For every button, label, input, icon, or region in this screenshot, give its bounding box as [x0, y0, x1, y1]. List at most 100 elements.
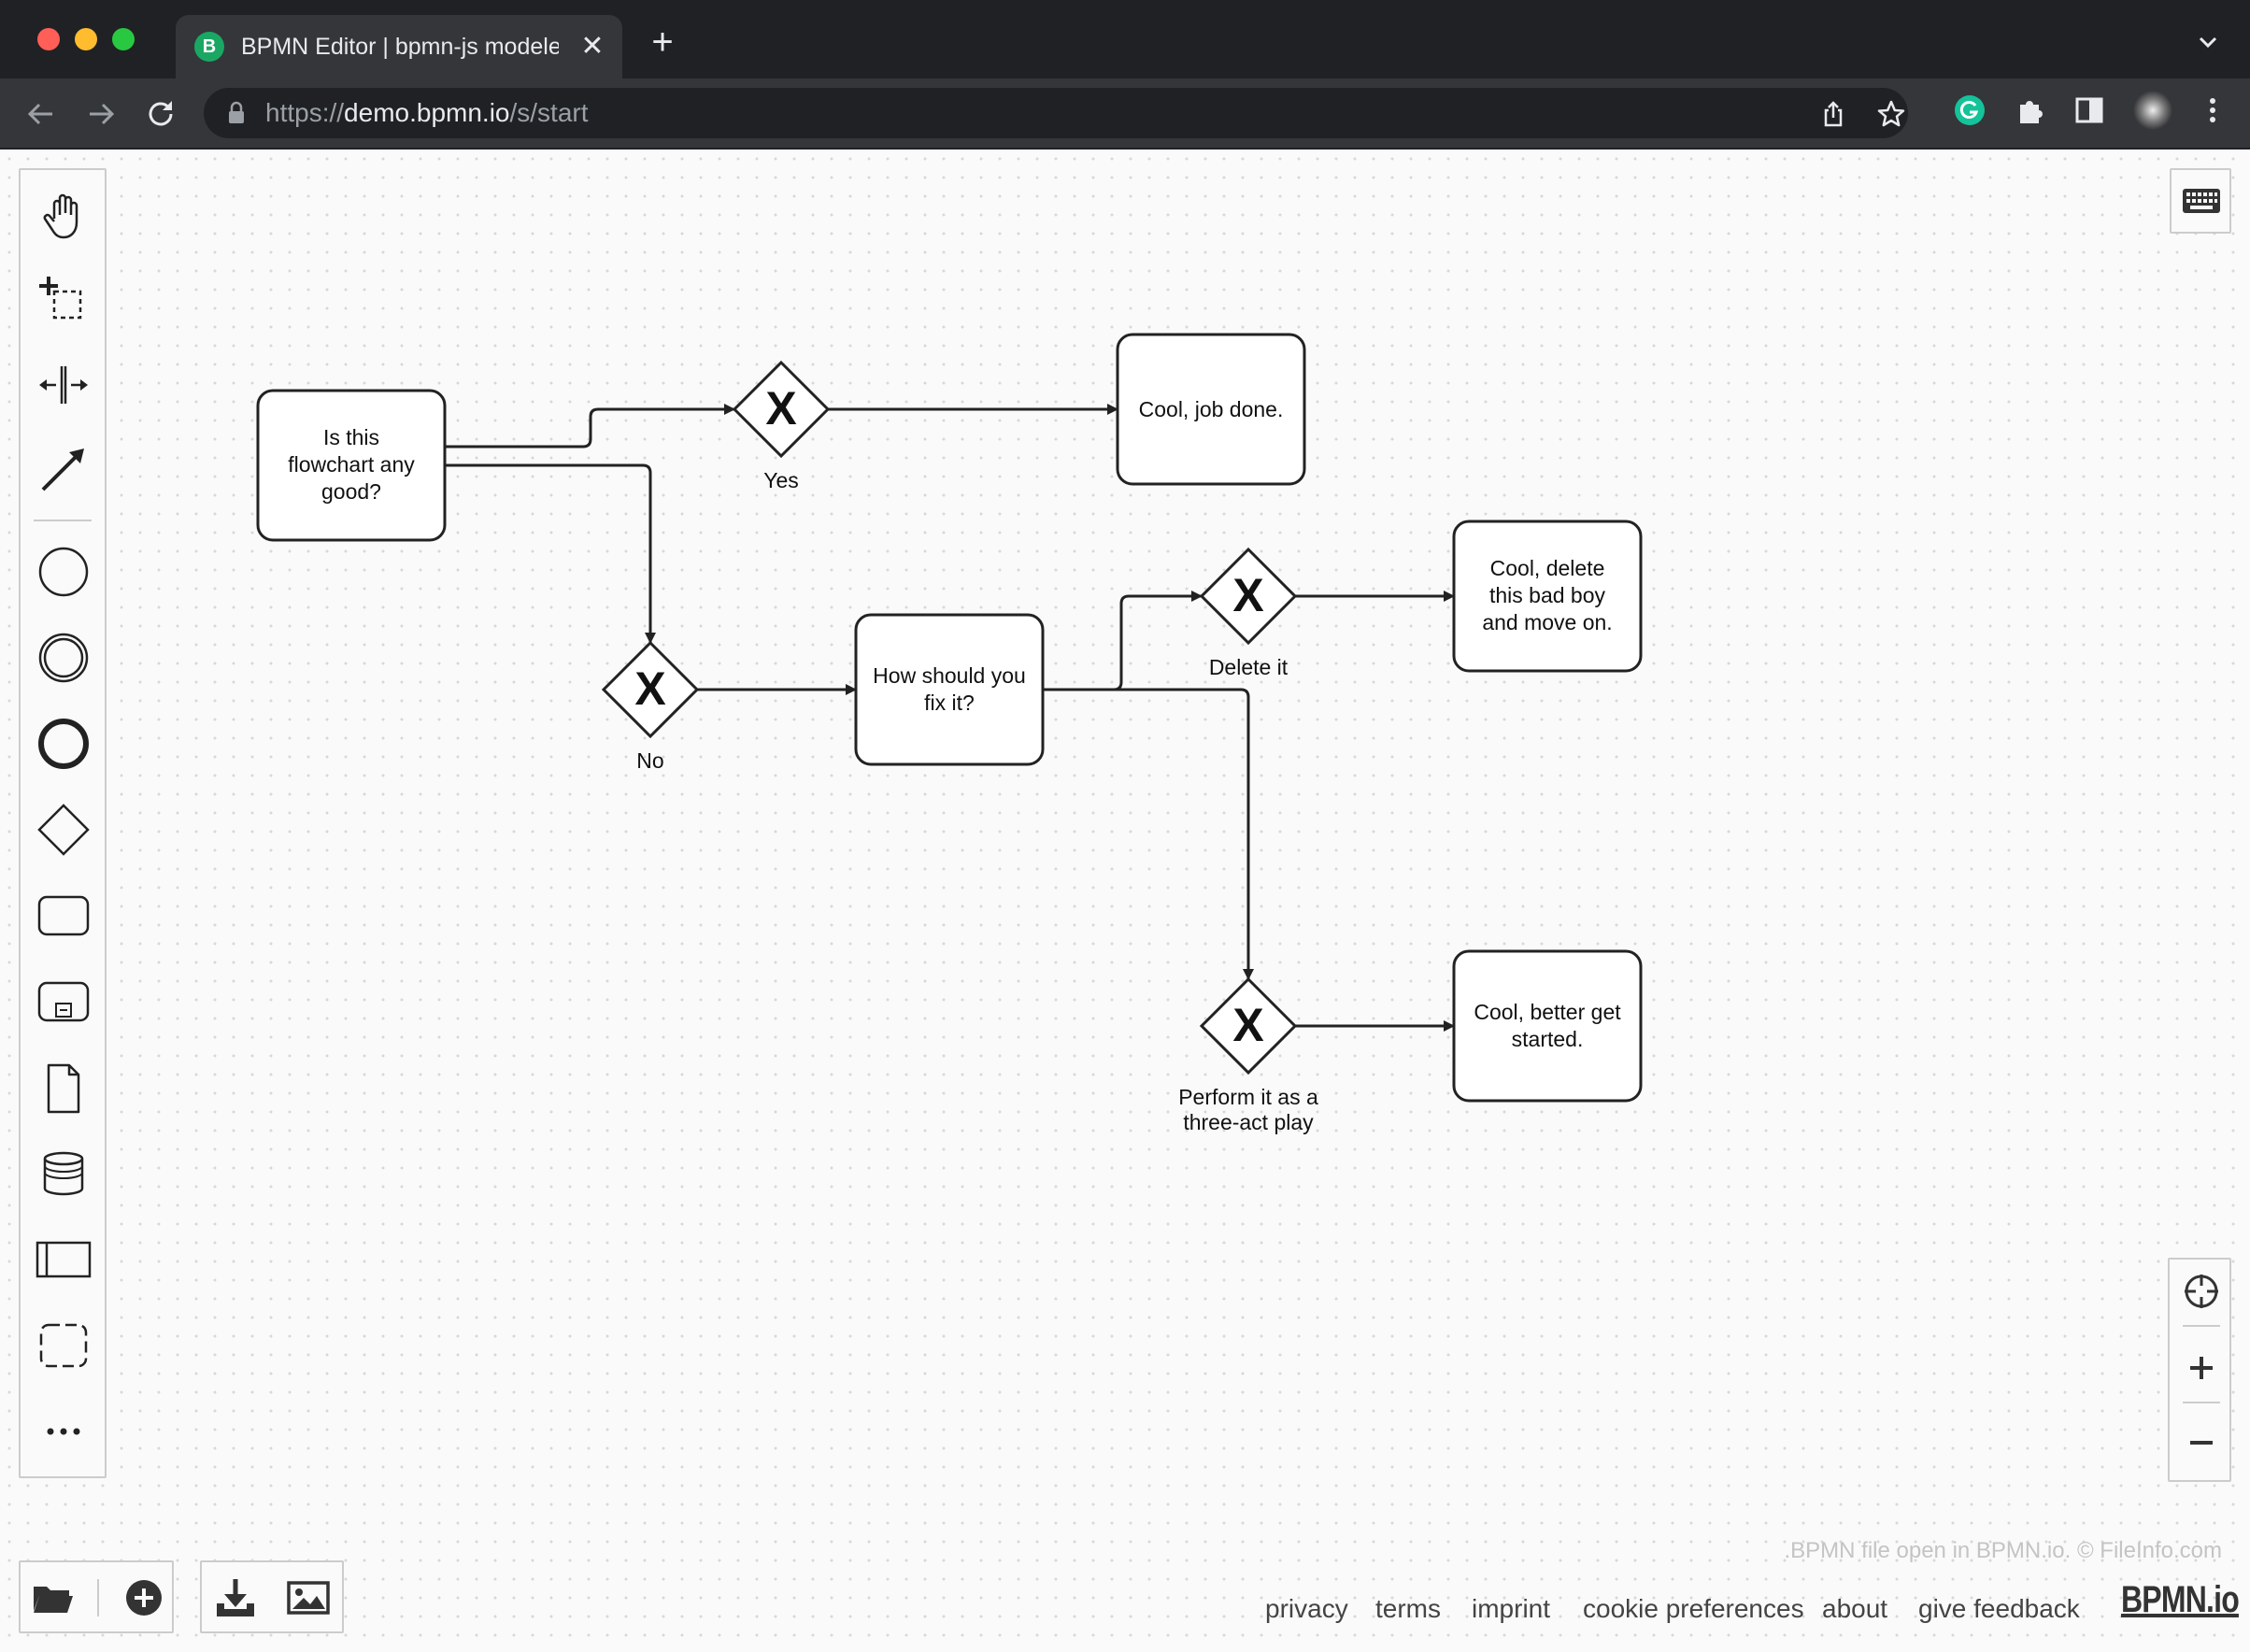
gateway-perform[interactable]: X Perform it as a three-act play	[1178, 976, 1318, 1134]
address-bar[interactable]: https://demo.bpmn.io/s/start	[204, 88, 1908, 138]
url-host: demo.bpmn.io	[344, 98, 510, 127]
footer-link-cookie-preferences[interactable]: cookie preferences	[1583, 1594, 1804, 1623]
tab-title: BPMN Editor | bpmn-js modeler	[241, 34, 559, 60]
bpmn-diagram: Is this flowchart any good? Cool, job do…	[256, 333, 1643, 1134]
lasso-tool-icon[interactable]	[34, 271, 93, 331]
more-tools-icon[interactable]	[34, 1402, 93, 1461]
url-text: https://demo.bpmn.io/s/start	[265, 95, 589, 131]
task-is-this-good[interactable]: Is this flowchart any good?	[256, 389, 447, 542]
task-delete[interactable]: Cool, delete this bad boy and move on.	[1452, 520, 1643, 673]
task-how-fix[interactable]: How should you fix it?	[854, 613, 1045, 766]
close-window-button[interactable]	[37, 28, 60, 50]
task-label: Is this	[323, 425, 379, 449]
zoom-out-icon[interactable]	[2181, 1422, 2222, 1463]
flow-how-fix-to-delete-gateway[interactable]	[1043, 591, 1203, 691]
download-image-icon[interactable]	[286, 1575, 331, 1620]
task-job-done[interactable]: Cool, job done.	[1116, 333, 1306, 486]
task-label: Cool, better get	[1474, 1000, 1621, 1024]
grammarly-extension-icon[interactable]	[1953, 93, 1987, 127]
side-panel-icon[interactable]	[2072, 93, 2106, 127]
footer-link-privacy[interactable]: privacy	[1265, 1594, 1348, 1623]
end-event-icon[interactable]	[34, 714, 93, 774]
browser-tab-active[interactable]: B BPMN Editor | bpmn-js modeler ✕	[176, 15, 622, 78]
task-label: and move on.	[1482, 610, 1612, 634]
gateway-label: Perform it as a	[1178, 1085, 1318, 1109]
extensions-puzzle-icon[interactable]	[2013, 93, 2046, 127]
reload-icon[interactable]	[142, 95, 179, 133]
task-label: good?	[321, 479, 381, 504]
tab-search-chevron-icon[interactable]	[2194, 28, 2222, 56]
data-object-icon[interactable]	[34, 1058, 93, 1118]
url-scheme: https://	[265, 98, 345, 127]
bookmark-star-icon[interactable]	[1876, 99, 1906, 129]
create-new-diagram-icon[interactable]	[121, 1575, 166, 1620]
download-bpmn-icon[interactable]	[213, 1575, 258, 1620]
flow-how-fix-to-perform-gateway[interactable]	[1043, 688, 1254, 980]
share-icon[interactable]	[1818, 99, 1848, 129]
bpmn-favicon-icon: B	[194, 32, 224, 62]
zoom-in-icon[interactable]	[2181, 1347, 2222, 1389]
gateway-label: No	[636, 748, 663, 773]
browser-menu-icon[interactable]	[2196, 93, 2229, 127]
back-arrow-icon[interactable]	[22, 95, 60, 133]
space-tool-icon[interactable]	[34, 355, 93, 415]
gateway-label: Delete it	[1209, 655, 1289, 679]
flow-task-to-yes-gateway[interactable]	[445, 404, 735, 449]
file-buttons	[19, 1560, 174, 1633]
gateway-delete[interactable]: X Delete it	[1199, 547, 1298, 679]
bpmn-io-logo[interactable]: BPMN.io	[2121, 1579, 2240, 1620]
group-icon[interactable]	[34, 1316, 93, 1375]
hand-tool-icon[interactable]	[34, 185, 93, 245]
url-path: /s/start	[509, 98, 589, 127]
browser-tab-bar: B BPMN Editor | bpmn-js modeler ✕ +	[0, 0, 2250, 78]
participant-pool-icon[interactable]	[34, 1230, 93, 1289]
global-connect-tool-icon[interactable]	[34, 439, 93, 499]
zoom-separator	[2183, 1402, 2220, 1403]
browser-toolbar: https://demo.bpmn.io/s/start	[0, 78, 2250, 150]
footer-link-terms[interactable]: terms	[1375, 1594, 1441, 1623]
gateway-x-marker: X	[634, 662, 665, 715]
task-label: Cool, delete	[1490, 556, 1605, 580]
footer-link-imprint[interactable]: imprint	[1472, 1594, 1551, 1623]
start-event-icon[interactable]	[34, 542, 93, 602]
reset-zoom-crosshair-icon[interactable]	[2181, 1271, 2222, 1312]
subprocess-icon[interactable]	[34, 972, 93, 1032]
forward-arrow-icon[interactable]	[82, 95, 120, 133]
task-label: started.	[1512, 1027, 1584, 1051]
intermediate-event-icon[interactable]	[34, 628, 93, 688]
gateway-x-marker: X	[1232, 569, 1263, 621]
task-label: flowchart any	[288, 452, 415, 477]
task-label: this bad boy	[1489, 583, 1606, 607]
task-get-started[interactable]: Cool, better get started.	[1452, 949, 1643, 1103]
button-separator	[97, 1579, 99, 1616]
keyboard-icon	[2183, 189, 2220, 213]
footer-link-about[interactable]: about	[1822, 1594, 1888, 1623]
task-label: fix it?	[924, 691, 975, 715]
open-folder-icon[interactable]	[30, 1575, 75, 1620]
maximize-window-button[interactable]	[112, 28, 135, 50]
task-label: How should you	[873, 663, 1026, 688]
keyboard-shortcuts-button[interactable]	[2170, 168, 2231, 234]
task-icon[interactable]	[34, 886, 93, 946]
zoom-controls	[2168, 1258, 2231, 1482]
gateway-yes[interactable]: X Yes	[732, 360, 831, 492]
tab-close-icon[interactable]: ✕	[580, 31, 605, 62]
palette-separator	[34, 520, 92, 521]
data-store-icon[interactable]	[34, 1144, 93, 1203]
gateway-no[interactable]: X No	[601, 640, 700, 773]
gateway-label: three-act play	[1183, 1110, 1314, 1134]
gateway-label: Yes	[763, 468, 799, 492]
flow-task-to-no-gateway[interactable]	[445, 463, 656, 644]
gateway-x-marker: X	[1232, 999, 1263, 1051]
lock-icon[interactable]	[226, 101, 247, 125]
footer-link-give-feedback[interactable]: give feedback	[1918, 1594, 2080, 1623]
minimize-window-button[interactable]	[75, 28, 97, 50]
new-tab-button[interactable]: +	[651, 21, 674, 63]
tool-palette	[19, 168, 107, 1478]
gateway-x-marker: X	[765, 382, 796, 434]
gateway-icon[interactable]	[34, 800, 93, 860]
zoom-separator	[2183, 1325, 2220, 1327]
profile-avatar[interactable]	[2132, 90, 2173, 131]
export-buttons	[200, 1560, 344, 1633]
task-label: Cool, job done.	[1139, 397, 1284, 421]
